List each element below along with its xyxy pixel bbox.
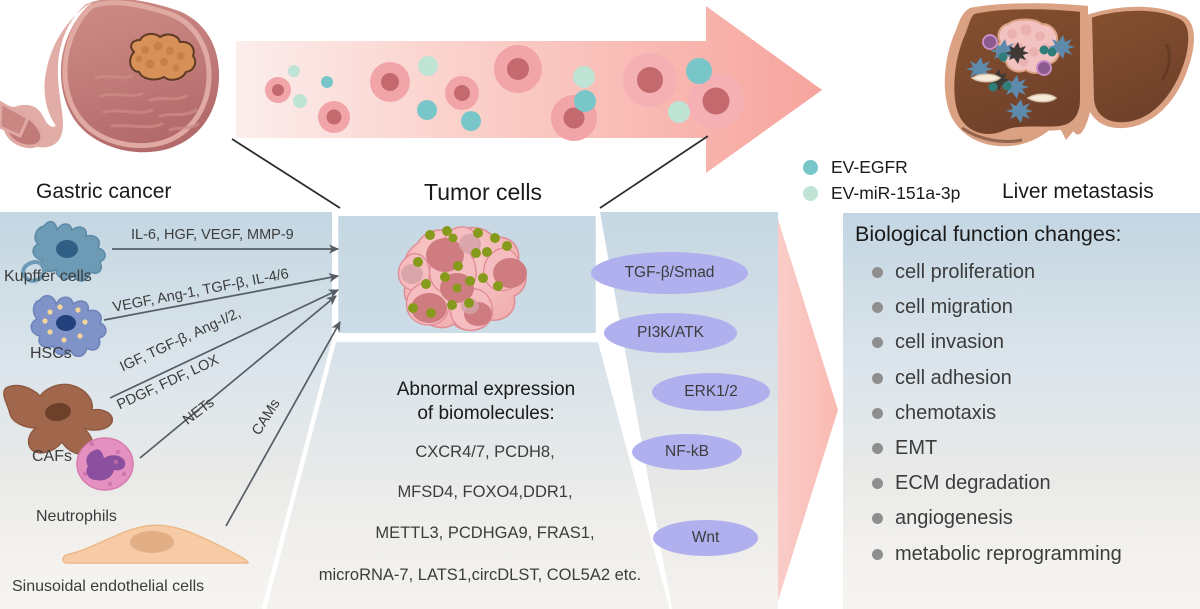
bio-list-item: ECM degradation [872, 466, 1197, 501]
bio-list-item: metabolic reprogramming [872, 537, 1197, 572]
bio-item-label: cell invasion [895, 331, 1004, 354]
cell-label-sinusoidal-endothelial: Sinusoidal endothelial cells [12, 578, 205, 595]
bullet-dot-icon [872, 407, 883, 419]
bio-item-label: angiogenesis [895, 507, 1013, 530]
bio-list-item: cell proliferation [872, 255, 1197, 290]
biological-functions-panel-front [843, 213, 1200, 609]
teal-dot-icon [803, 160, 818, 175]
bio-item-label: EMT [895, 437, 938, 460]
bio-item-label: metabolic reprogramming [895, 542, 1122, 565]
cell-label-hscs: HSCs [30, 345, 72, 362]
liver-metastasis-label: Liver metastasis [1002, 180, 1154, 203]
bullet-dot-icon [872, 267, 883, 279]
bullet-dot-icon [872, 443, 883, 455]
abnormal-expression-title-line2: of biomolecules: [417, 402, 555, 424]
abnormal-expression-title-line1: Abnormal expression [396, 379, 576, 400]
bullet-dot-icon [872, 372, 883, 384]
cell-label-cafs: CAFs [32, 448, 72, 465]
bullet-dot-icon [872, 337, 883, 349]
bio-item-label: cell adhesion [895, 366, 1012, 389]
pathway-oval-pi3k-atk: PI3K/ATK [604, 313, 737, 353]
liver-infiltrating-cells [966, 34, 1075, 123]
pathway-label-tgfb-smad: TGF-β/Smad [624, 264, 715, 281]
legend-item-ev-egfr: EV-EGFR [803, 157, 908, 178]
legend-label-ev-egfr: EV-EGFR [831, 157, 908, 177]
bullet-dot-icon [872, 302, 883, 314]
bloodstream-arrow [236, 6, 822, 173]
cell-label-kupffer: Kupffer cells [4, 268, 92, 285]
mediator-label-kupffer: IL-6, HGF, VEGF, MMP-9 [131, 227, 294, 243]
perspective-connectors [231, 135, 709, 209]
bio-list-item: EMT [872, 431, 1197, 466]
bio-item-label: chemotaxis [895, 401, 997, 424]
bio-item-label: cell proliferation [895, 261, 1036, 284]
circulating-tumor-cells [265, 45, 744, 141]
pathway-label-pi3k-atk: PI3K/ATK [637, 324, 704, 341]
bullet-dot-icon [872, 478, 883, 490]
bullet-dot-icon [872, 513, 883, 525]
mint-dot-icon [803, 186, 818, 201]
tumor-cluster-panel [336, 216, 596, 333]
biomolecule-row-1: CXCR4/7, PCDH8, [415, 443, 555, 461]
bullet-dot-icon [872, 548, 883, 560]
bio-list-item: chemotaxis [872, 396, 1197, 431]
abnormal-expression-title: Abnormal expression of biomolecules: [386, 378, 586, 426]
stomach-illustration [0, 0, 220, 153]
legend-item-ev-mir: EV-miR-151a-3p [803, 183, 960, 204]
biomolecule-row-3: METTL3, PCDHGA9, FRAS1, [375, 524, 595, 542]
pathway-label-erk: ERK1/2 [684, 383, 738, 400]
cell-label-neutrophils: Neutrophils [36, 508, 117, 525]
legend-label-ev-mir: EV-miR-151a-3p [831, 183, 961, 203]
biological-functions-list: cell proliferation cell migration cell i… [872, 255, 1197, 572]
pathway-oval-wnt: Wnt [653, 520, 758, 556]
tumor-cells-label: Tumor cells [424, 179, 542, 205]
bio-list-item: cell migration [872, 290, 1197, 325]
pathway-oval-erk: ERK1/2 [652, 373, 770, 411]
pathway-label-nfkb: NF-kB [665, 443, 709, 460]
pathway-label-wnt: Wnt [691, 529, 720, 546]
biomolecule-row-2: MFSD4, FOXO4,DDR1, [397, 483, 573, 501]
bio-item-label: cell migration [895, 296, 1013, 319]
biological-functions-title: Biological function changes: [855, 222, 1122, 246]
bio-list-item: cell invasion [872, 325, 1197, 360]
biomolecule-row-4: microRNA-7, LATS1,circDLST, COL5A2 etc. [318, 566, 642, 584]
pathway-oval-nfkb: NF-kB [632, 434, 742, 470]
gastric-cancer-label: Gastric cancer [36, 180, 172, 203]
bio-list-item: angiogenesis [872, 501, 1197, 536]
liver-illustration [944, 3, 1194, 147]
pathway-oval-tgfb-smad: TGF-β/Smad [591, 252, 748, 294]
bio-item-label: ECM degradation [895, 472, 1051, 495]
bio-list-item: cell adhesion [872, 361, 1197, 396]
